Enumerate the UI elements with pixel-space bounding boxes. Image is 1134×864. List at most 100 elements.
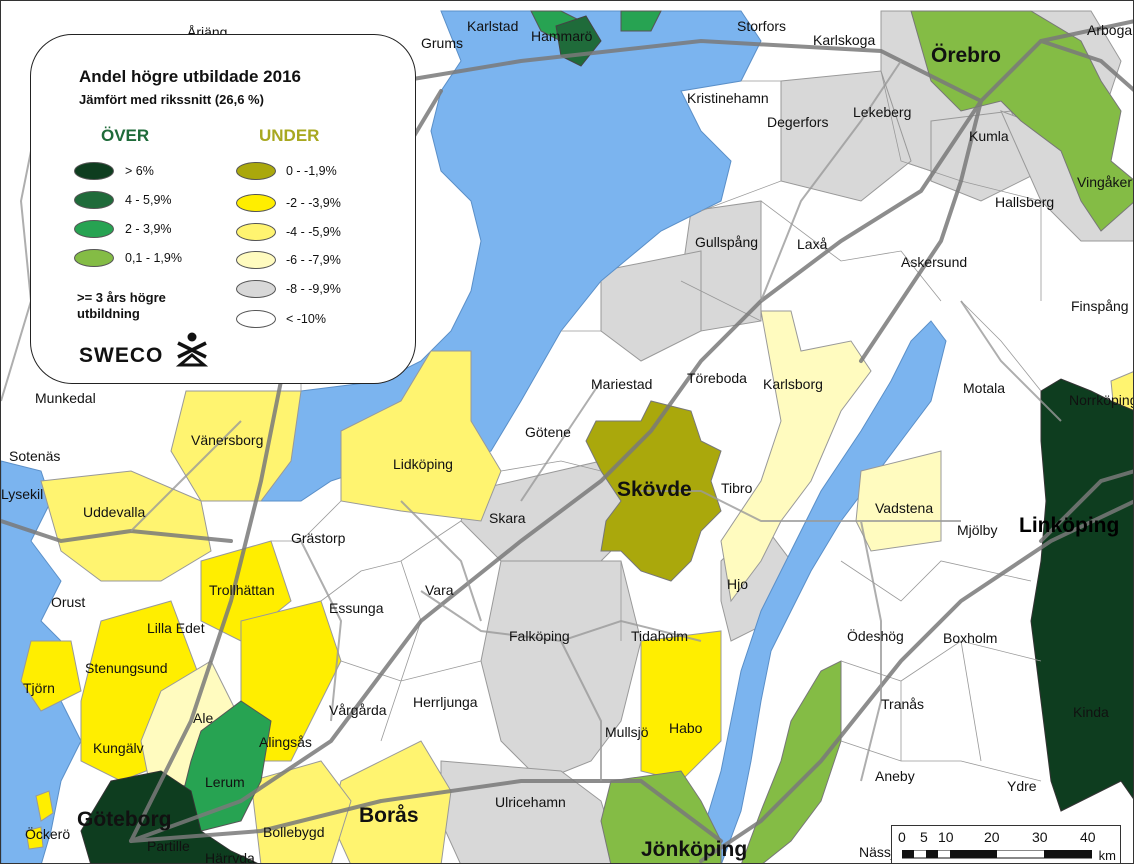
class-paleyellow-regions [140, 310, 942, 792]
legend-over-heading: ÖVER [101, 126, 150, 145]
place-label-norrkoping: Norrköping [1069, 392, 1134, 408]
legend-swatch-under-2 [236, 194, 276, 212]
place-label-karlstad: Karlstad [467, 18, 519, 34]
place-label-karlsborg: Karlsborg [763, 376, 823, 392]
place-label-skovde: Skövde [617, 478, 692, 501]
place-label-lysekil: Lysekil [1, 486, 44, 502]
scale-tick-40: 40 [1080, 829, 1096, 845]
minor-roads [1, 60, 1062, 782]
place-label-ale: Ale [193, 710, 214, 726]
legend-swatch-over-3 [74, 220, 114, 238]
place-label-habo: Habo [669, 720, 703, 736]
place-label-uddevalla: Uddevalla [83, 504, 146, 520]
place-label-kungalv: Kungälv [93, 740, 144, 756]
scale-unit: km [1098, 848, 1116, 863]
legend-label-under-6: < -10% [286, 312, 326, 326]
legend-note: >= 3 års högre utbildning [77, 290, 166, 322]
legend-subtitle: Jämfört med rikssnitt (26,6 %) [79, 92, 264, 107]
place-label-laxa: Laxå [797, 236, 828, 252]
legend-swatch-under-4 [236, 251, 276, 269]
place-label-tjorn: Tjörn [23, 680, 55, 696]
place-label-aneby: Aneby [875, 768, 915, 784]
legend-swatch-under-5 [236, 280, 276, 298]
place-label-vara: Vara [425, 582, 454, 598]
legend-label-over-2: 4 - 5,9% [125, 193, 172, 207]
place-label-lerum: Lerum [205, 774, 245, 790]
place-label-skara: Skara [489, 510, 526, 526]
place-label-boxholm: Boxholm [943, 630, 998, 646]
place-label-vadstena: Vadstena [875, 500, 934, 516]
place-label-askersund: Askersund [901, 254, 968, 270]
place-label-orust: Orust [51, 594, 86, 610]
map-legend: Andel högre utbildade 2016 Jämfört med r… [30, 34, 416, 384]
legend-label-under-1: 0 - -1,9% [286, 164, 337, 178]
sweco-logo: SWECO [79, 344, 164, 367]
place-label-mjolby: Mjölby [957, 522, 998, 538]
place-label-tidaholm: Tidaholm [631, 628, 689, 644]
place-label-kristinehamn: Kristinehamn [687, 90, 769, 106]
place-label-toreboda: Töreboda [687, 370, 747, 386]
legend-label-under-4: -6 - -7,9% [286, 253, 341, 267]
place-label-sotenas: Sotenäs [9, 448, 61, 464]
class-darkgreen-regions [80, 378, 1133, 863]
place-label-grums: Grums [421, 35, 463, 51]
legend-label-under-5: -8 - -9,9% [286, 282, 341, 296]
place-label-tibro: Tibro [721, 480, 753, 496]
place-label-kinda: Kinda [1073, 704, 1109, 720]
place-label-vargarda: Vårgårda [329, 702, 387, 718]
place-label-mullsjo: Mullsjö [605, 724, 649, 740]
place-label-munkedal: Munkedal [35, 390, 96, 406]
place-label-orebro: Örebro [931, 44, 1002, 67]
legend-swatch-over-4 [74, 249, 114, 267]
legend-swatch-under-1 [236, 162, 276, 180]
place-label-hjo: Hjo [727, 576, 749, 592]
place-label-alingsas: Alingsås [259, 734, 312, 750]
place-label-herrljunga: Herrljunga [413, 694, 478, 710]
scale-tick-0: 0 [898, 829, 906, 845]
place-label-falkoping: Falköping [509, 628, 570, 644]
scale-tick-5: 5 [920, 829, 928, 845]
place-label-boras: Borås [359, 804, 419, 827]
place-label-goteborg: Göteborg [77, 808, 172, 831]
place-label-gotene: Götene [525, 424, 571, 440]
place-label-tranas: Tranås [881, 696, 925, 712]
class-lightgreen-regions [600, 10, 1133, 863]
place-label-stenungsund: Stenungsund [85, 660, 168, 676]
place-label-bollebygd: Bollebygd [263, 824, 325, 840]
place-label-trollhattan: Trollhättan [209, 582, 275, 598]
place-label-hammaro: Hammarö [531, 28, 593, 44]
legend-title: Andel högre utbildade 2016 [79, 67, 301, 86]
islands [25, 790, 54, 850]
place-label-mariestad: Mariestad [591, 376, 653, 392]
place-label-vanersborg: Vänersborg [191, 432, 264, 448]
place-label-storfors: Storfors [737, 18, 787, 34]
road-network [1, 19, 1133, 863]
legend-swatch-over-1 [74, 162, 114, 180]
scale-tick-10: 10 [938, 829, 954, 845]
place-label-gullspang: Gullspång [695, 234, 759, 250]
legend-label-over-1: > 6% [125, 164, 154, 178]
scale-bar-graphic [902, 850, 1092, 859]
place-label-ydre: Ydre [1007, 778, 1037, 794]
place-label-jonkoping: Jönköping [641, 838, 748, 861]
place-label-ockero: Öckerö [25, 826, 71, 842]
place-label-kumla: Kumla [969, 128, 1009, 144]
place-label-lidkoping: Lidköping [393, 456, 453, 472]
sweco-logo-icon [175, 332, 209, 367]
place-label-essunga: Essunga [329, 600, 384, 616]
place-label-lekeberg: Lekeberg [853, 104, 912, 120]
scale-tick-20: 20 [984, 829, 1000, 845]
place-label-karlskoga: Karlskoga [813, 32, 876, 48]
lake-vanern [235, 10, 762, 502]
legend-label-under-3: -4 - -5,9% [286, 225, 341, 239]
place-label-partille: Partille [147, 838, 190, 854]
scale-bar: 0 5 10 20 30 40 km [891, 825, 1121, 863]
place-label-ulricehamn: Ulricehamn [495, 794, 566, 810]
legend-swatch-under-6 [236, 310, 276, 328]
place-label-vingaker: Vingåker [1077, 174, 1133, 190]
legend-label-over-3: 2 - 3,9% [125, 222, 172, 236]
place-label-linkoping: Linköping [1019, 514, 1120, 537]
legend-swatch-over-2 [74, 191, 114, 209]
